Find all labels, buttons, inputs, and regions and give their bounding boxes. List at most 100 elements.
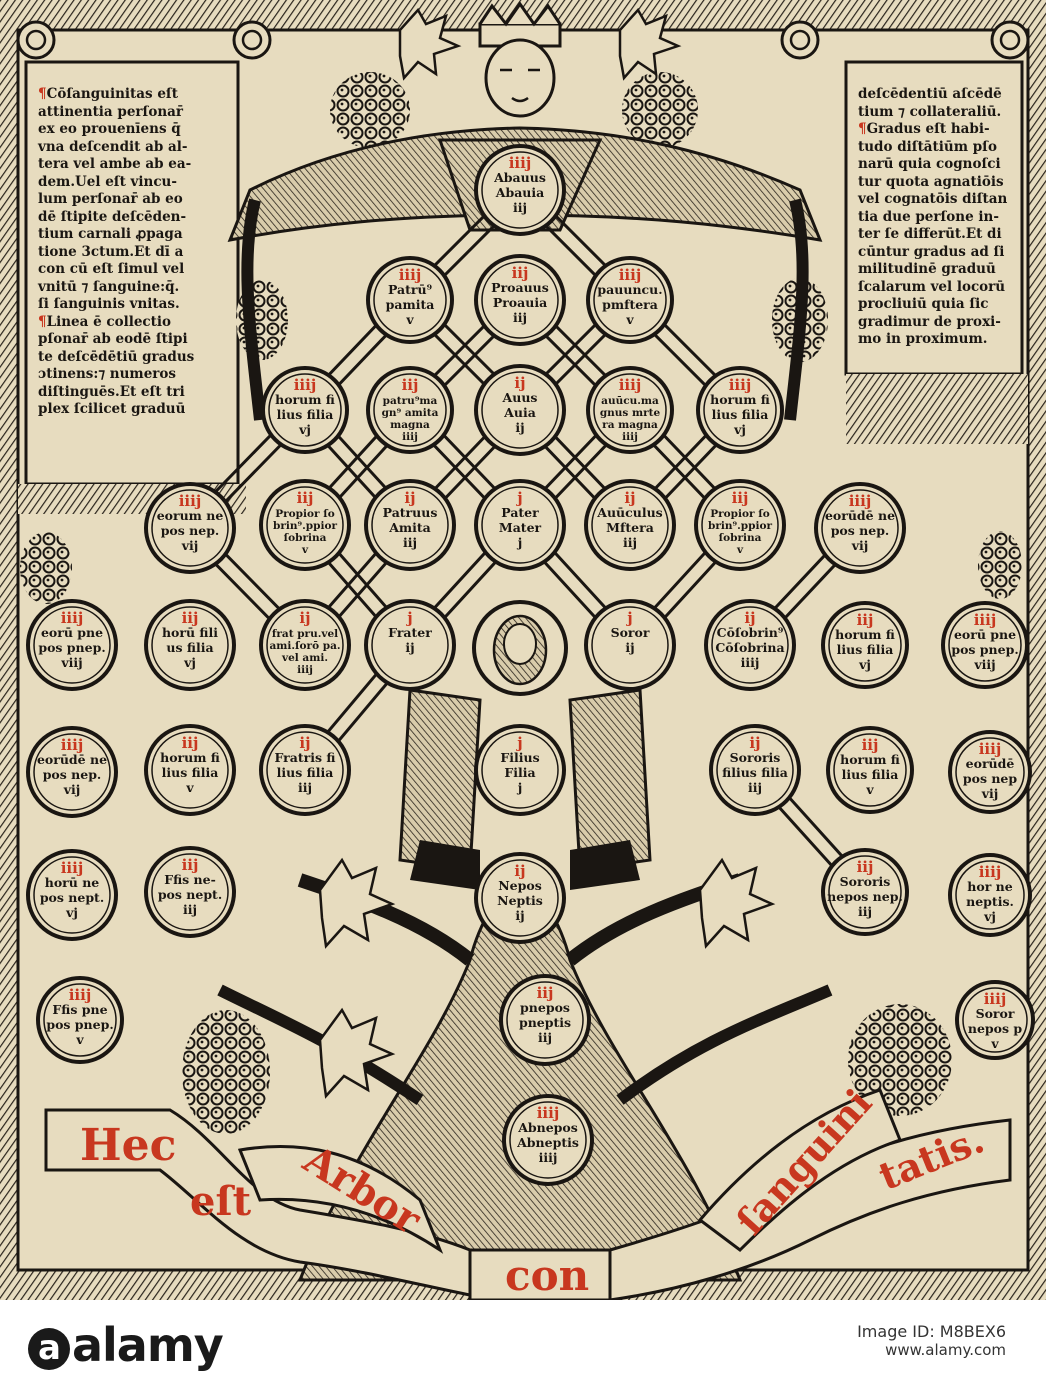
text-line-content: con cū eſt ſimul vel bbox=[38, 261, 185, 277]
node-label-line: pneptis bbox=[519, 1015, 571, 1030]
node-degree: ij bbox=[514, 374, 525, 392]
node-degree: iiij bbox=[69, 986, 92, 1004]
node-degree: ij bbox=[404, 489, 415, 507]
node-degree: iij bbox=[182, 609, 199, 627]
node-label-line: Auia bbox=[503, 405, 536, 420]
node-label-line: pauuncu. bbox=[597, 282, 662, 297]
node-inner-ring bbox=[481, 151, 559, 229]
scroll-curl-inner-icon bbox=[999, 29, 1021, 51]
node-ring bbox=[821, 601, 909, 689]
node-label-line: lius filia bbox=[277, 407, 334, 422]
node-ring bbox=[704, 599, 796, 691]
node-inner-ring bbox=[716, 731, 794, 809]
node-inner-ring bbox=[266, 486, 344, 564]
banner-word-con: con bbox=[505, 1251, 589, 1300]
node-ring bbox=[499, 974, 591, 1066]
node-label-line: eorūdē bbox=[966, 756, 1015, 771]
node-degree: iij bbox=[182, 856, 199, 874]
node-label-line: pos nept. bbox=[40, 890, 104, 905]
right-frame-band bbox=[846, 374, 1028, 444]
node-label-line: nepos nep. bbox=[827, 889, 903, 904]
vine-leaf-icon bbox=[698, 857, 776, 949]
text-line-content: dem.Uel eſt vincu- bbox=[38, 173, 177, 190]
node-ring bbox=[144, 482, 236, 574]
node-label-line: Cōſobrina bbox=[715, 640, 784, 655]
scroll-curl-icon bbox=[16, 20, 56, 60]
node-label-line: v bbox=[990, 1036, 999, 1051]
node-inner-ring bbox=[266, 731, 344, 809]
node-inner-ring bbox=[151, 853, 229, 931]
vine-leaf-icon bbox=[318, 857, 396, 949]
node-ring bbox=[366, 366, 454, 454]
grape-cluster-icon bbox=[622, 72, 698, 148]
scroll-curl-icon bbox=[780, 20, 820, 60]
scroll-curl-inner-icon bbox=[241, 29, 263, 51]
text-line-content: cūntur gradus ad ſi bbox=[858, 243, 1005, 260]
scroll-curl-inner-icon bbox=[25, 29, 47, 51]
node-label-line: lius filia bbox=[277, 765, 334, 780]
node-label-line: iij bbox=[538, 1030, 552, 1045]
node-label-line: ſobrina bbox=[719, 532, 762, 544]
node-ring bbox=[474, 852, 566, 944]
node-inner-ring bbox=[266, 606, 344, 684]
node-inner-ring bbox=[481, 859, 559, 937]
text-line-content: deſcēdentiū aſcēdē bbox=[858, 86, 1002, 102]
text-line: tium ⁊ collateraliū. bbox=[858, 104, 1018, 122]
banner-ribbon bbox=[44, 1088, 1012, 1302]
text-line-content: pſonar̄ ab eodē ſtipi bbox=[38, 331, 188, 347]
node-label-line: Proauia bbox=[493, 295, 547, 310]
grape-cluster-icon bbox=[330, 72, 410, 148]
node-label-line: vij bbox=[63, 782, 81, 797]
text-line: plex ſcilicet graduū bbox=[38, 401, 238, 419]
banner-word-hec: Hec bbox=[80, 1120, 176, 1171]
text-line: ter ſe differūt.Et di bbox=[858, 226, 1018, 244]
text-line: ɔtinens:⁊ numeros bbox=[38, 366, 238, 384]
node-label-line: pos pnep. bbox=[46, 1017, 113, 1032]
text-line: gradimur de proxi- bbox=[858, 314, 1018, 332]
node-label-line: vj bbox=[858, 657, 871, 672]
watermark-image-id: Image ID: M8BEX6 bbox=[857, 1322, 1006, 1341]
text-line-content: vna deſcendit ab al- bbox=[38, 138, 188, 155]
text-line: ¶Linea ē collectio bbox=[38, 314, 238, 332]
node-label-line: v bbox=[185, 780, 194, 795]
text-line-content: plex ſcilicet graduū bbox=[38, 401, 186, 417]
node-label-line: Nepos bbox=[498, 878, 542, 893]
node-label-line: v bbox=[865, 782, 874, 797]
node-label-line: Fratris fi bbox=[275, 750, 336, 765]
node-label-line: pos nep bbox=[963, 771, 1018, 786]
node-label-line: pos nept. bbox=[158, 887, 222, 902]
text-line: narū quia cognoſci bbox=[858, 156, 1018, 174]
node-label-line: vj bbox=[298, 422, 311, 437]
node-degree: iiij bbox=[399, 266, 422, 284]
text-line: procliuiū quia ſic bbox=[858, 296, 1018, 314]
node-degree: iij bbox=[402, 376, 419, 394]
node-degree: iiij bbox=[849, 492, 872, 510]
node-ring bbox=[366, 256, 454, 344]
node-label-line: iiij bbox=[539, 1150, 558, 1165]
node-label-line: horum fi bbox=[275, 392, 335, 407]
text-line: militudinē graduū bbox=[858, 261, 1018, 279]
node-label-line: horū fili bbox=[162, 625, 218, 640]
text-line-content: ſi ſanguinis vnitas. bbox=[38, 296, 180, 312]
ego-face-icon bbox=[472, 600, 568, 696]
node-inner-ring bbox=[481, 731, 559, 809]
node-ring bbox=[586, 256, 674, 344]
node-inner-ring bbox=[151, 606, 229, 684]
node-label-line: Patruus bbox=[383, 505, 438, 520]
node-degree: j bbox=[405, 609, 412, 627]
node-label-line: v bbox=[625, 312, 634, 327]
node-label-line: j bbox=[517, 535, 523, 550]
node-degree: j bbox=[515, 734, 522, 752]
node-label-line: gnus mrte bbox=[600, 407, 661, 419]
node-ring bbox=[259, 724, 351, 816]
